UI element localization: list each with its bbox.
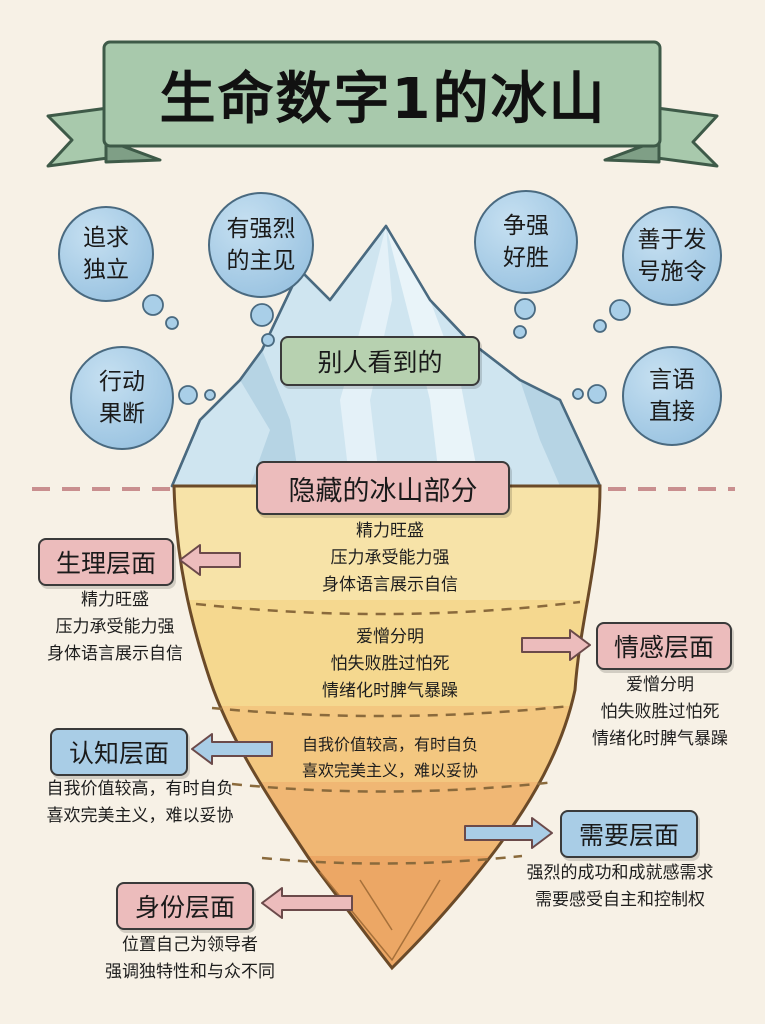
layer-cognitive-outer: 自我价值较高，有时自负 喜欢完美主义，难以妥协 — [46, 779, 234, 826]
bubble-text: 追求 独立 — [83, 225, 129, 283]
bubble-text: 行动 果断 — [99, 369, 145, 427]
bubble-opinion: 有强烈 的主见 — [208, 192, 314, 298]
arrow-emotional — [521, 629, 591, 661]
tag-cognitive: 认知层面 — [50, 728, 188, 776]
bubble-text: 争强 好胜 — [503, 213, 549, 271]
bubble-text: 言语 直接 — [649, 367, 695, 425]
bubble-text: 善于发 号施令 — [637, 227, 707, 285]
visible-part-label: 别人看到的 — [280, 336, 480, 386]
title-banner — [46, 40, 719, 168]
bubble-command: 善于发 号施令 — [622, 206, 722, 306]
layer-physical-outer: 精力旺盛 压力承受能力强 身体语言展示自信 — [47, 590, 183, 664]
hidden-part-label: 隐藏的冰山部分 — [256, 461, 510, 515]
bubble-independence: 追求 独立 — [58, 206, 154, 302]
layer-physical-inner: 精力旺盛 压力承受能力强 身体语言展示自信 — [322, 521, 458, 595]
bubble-competitive: 争强 好胜 — [474, 190, 578, 294]
layer-dividers — [195, 600, 581, 865]
arrow-identity — [261, 887, 353, 919]
layer-identity-outer: 位置自己为领导者 强调独特性和与众不同 — [105, 935, 275, 982]
page-title: 生命数字1的冰山 — [159, 66, 607, 132]
tag-physical: 生理层面 — [38, 538, 174, 586]
layer-emotional-inner: 爱憎分明 怕失败胜过怕死 情绪化时脾气暴躁 — [322, 627, 458, 701]
bubble-text: 有强烈 的主见 — [226, 216, 296, 274]
tag-emotional: 情感层面 — [596, 622, 732, 670]
layer-cognitive-inner: 自我价值较高，有时自负 喜欢完美主义，难以妥协 — [301, 735, 478, 780]
arrow-cognitive — [191, 733, 273, 765]
layer-need-outer: 强烈的成功和成就感需求 需要感受自主和控制权 — [526, 863, 714, 910]
bubble-decisive: 行动 果断 — [70, 346, 174, 450]
tag-need: 需要层面 — [560, 810, 698, 858]
arrow-physical — [179, 544, 241, 576]
layer-emotional-outer: 爱憎分明 怕失败胜过怕死 情绪化时脾气暴躁 — [592, 675, 728, 749]
bubble-direct: 言语 直接 — [622, 346, 722, 446]
bubble-dots — [142, 294, 631, 405]
arrow-need — [464, 817, 553, 849]
tag-identity: 身份层面 — [116, 882, 254, 930]
